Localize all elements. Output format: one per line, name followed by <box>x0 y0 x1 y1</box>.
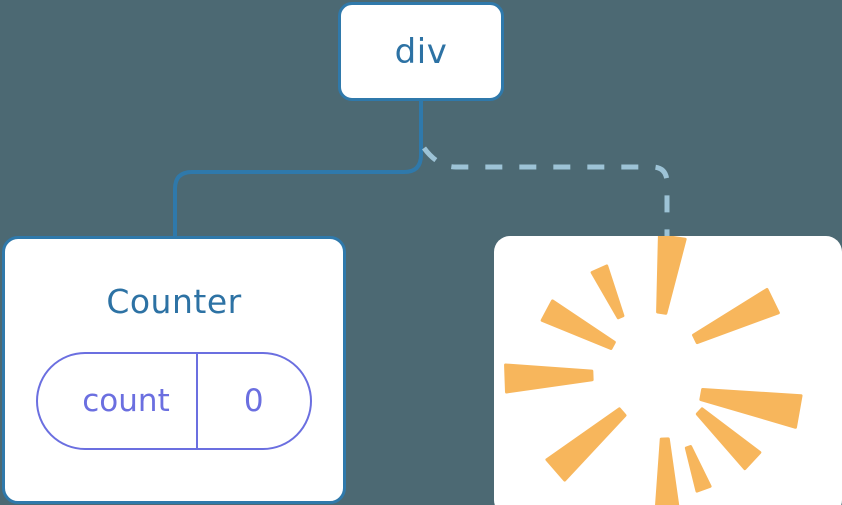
ray-w-shape <box>504 363 594 394</box>
ray-n <box>656 236 687 315</box>
ray-sse-shape <box>684 445 712 493</box>
ray-s <box>654 437 680 505</box>
state-pill-count[interactable]: count 0 <box>36 352 312 450</box>
ray-sw-shape <box>545 407 627 482</box>
ray-w <box>504 363 594 394</box>
ray-sse <box>684 445 712 493</box>
ray-nne-shape <box>590 264 625 320</box>
ray-nne <box>590 264 625 320</box>
ray-e-shape <box>699 387 803 429</box>
ray-sw <box>545 407 627 482</box>
node-counter[interactable]: Counter count 0 <box>2 236 346 504</box>
node-counter-label: Counter <box>106 282 242 321</box>
render-burst-icon <box>504 236 803 505</box>
ray-s-shape <box>654 437 680 505</box>
node-div-label: div <box>394 31 448 72</box>
state-value-label: 0 <box>195 354 310 448</box>
node-render-highlight[interactable] <box>494 236 842 505</box>
ray-nw <box>540 299 616 350</box>
ray-ne <box>692 287 780 345</box>
ray-e <box>699 387 803 429</box>
ray-ne-shape <box>692 287 780 345</box>
ray-se <box>695 407 762 471</box>
ray-nw-shape <box>540 299 616 350</box>
connector-root-to-counter <box>173 99 423 240</box>
ray-se-shape <box>695 407 762 471</box>
node-div[interactable]: div <box>338 2 504 101</box>
ray-n-shape <box>656 236 687 315</box>
state-key-label: count <box>82 382 170 419</box>
connector-root-to-burst <box>421 146 670 238</box>
